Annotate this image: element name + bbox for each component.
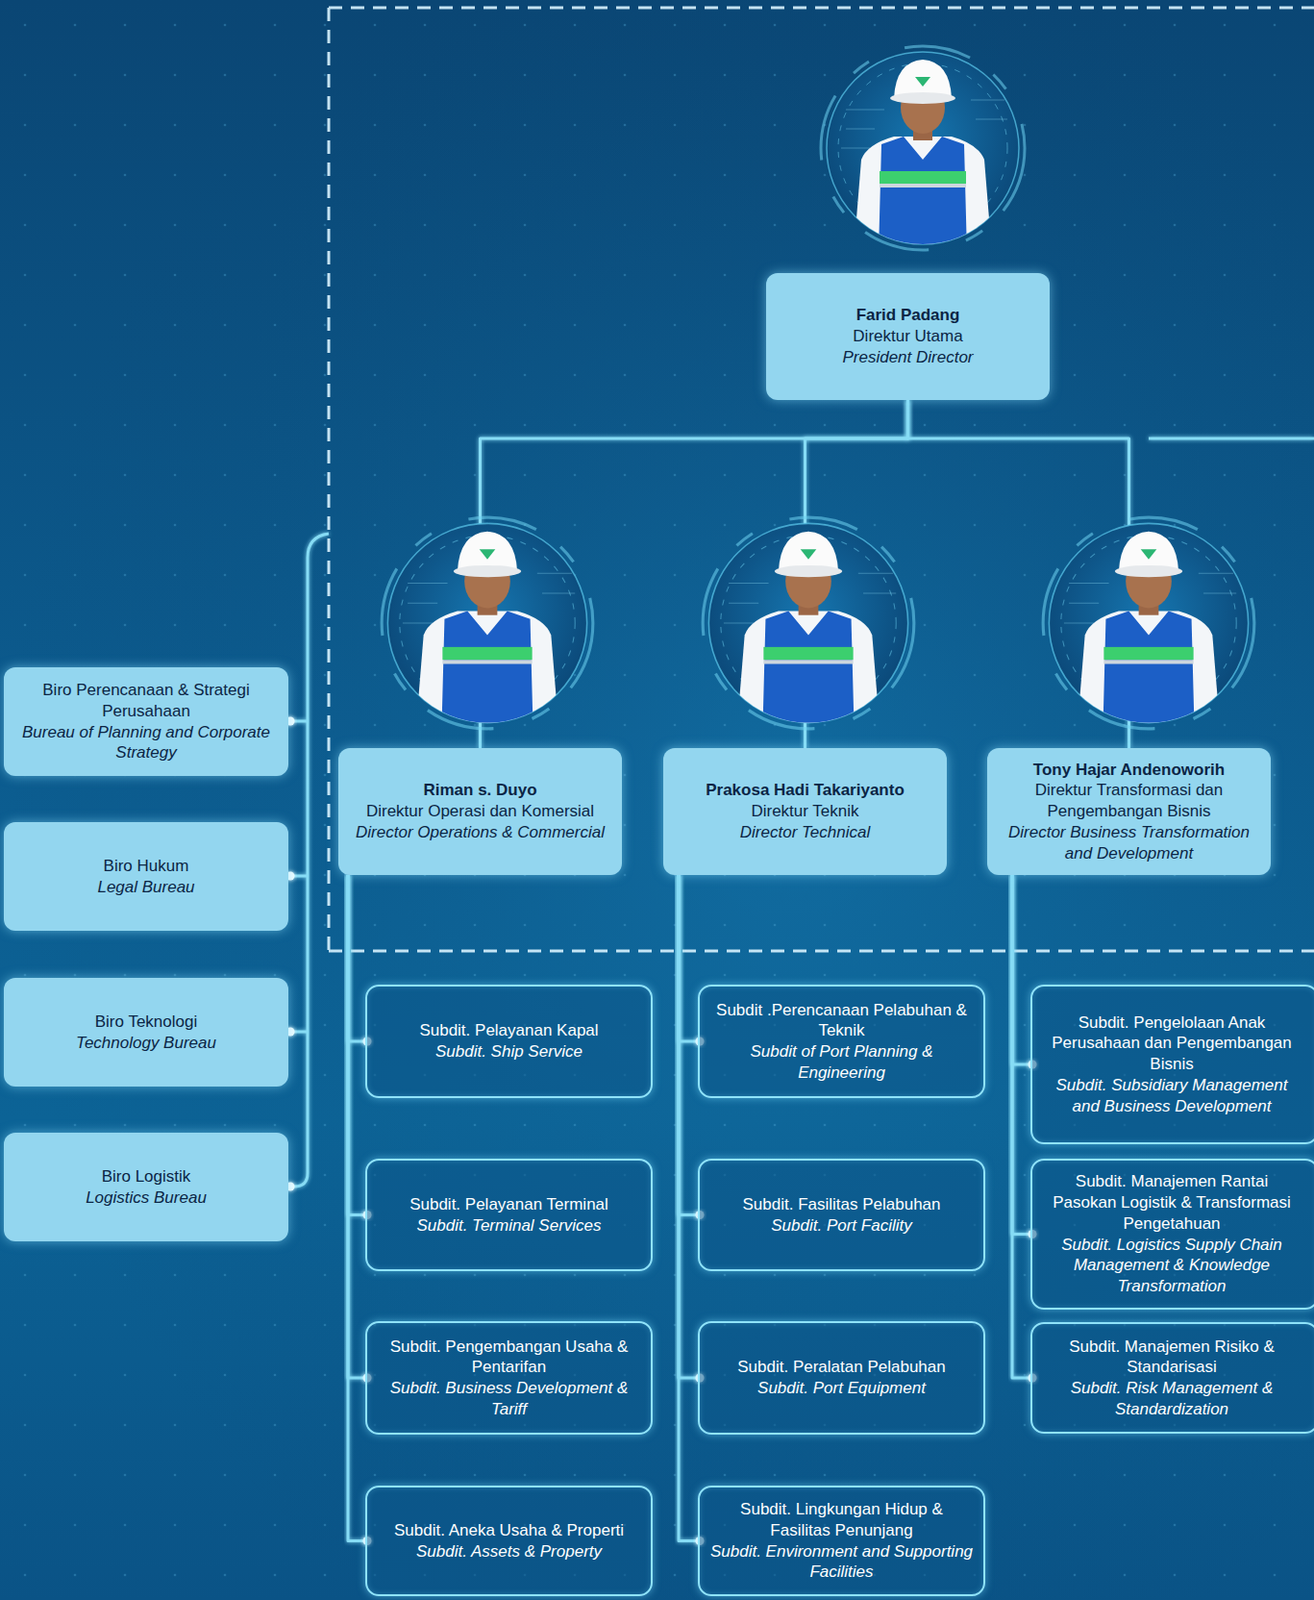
- bureau-box: Biro HukumLegal Bureau: [3, 821, 289, 931]
- box-text: Farid Padang: [856, 304, 961, 326]
- box-text: Riman s. Duyo: [422, 779, 537, 801]
- box-text: Biro Teknologi: [95, 1011, 198, 1033]
- box-text: President Director: [842, 347, 973, 369]
- portrait: [1042, 517, 1255, 733]
- box-text: Subdit. Port Equipment: [757, 1377, 926, 1399]
- subdit-box: Subdit .Perencanaan Pelabuhan & TeknikSu…: [697, 984, 986, 1098]
- subdit-box: Subdit. Lingkungan Hidup & Fasilitas Pen…: [697, 1485, 986, 1596]
- org-connector: [347, 874, 366, 1042]
- box-text: Subdit .Perencanaan Pelabuhan & Teknik: [709, 999, 974, 1042]
- box-text: Subdit. Pelayanan Kapal: [419, 1019, 598, 1042]
- portrait: [381, 517, 594, 733]
- box-text: Subdit. Terminal Services: [416, 1214, 601, 1237]
- box-text: Direktur Utama: [852, 325, 963, 348]
- org-connector: [678, 874, 698, 1378]
- box-text: Subdit. Port Facility: [770, 1214, 912, 1237]
- subdit-box: Subdit. Pelayanan KapalSubdit. Ship Serv…: [365, 984, 653, 1098]
- box-text: Subdit. Manajemen Risiko & Standarisasi: [1041, 1336, 1302, 1379]
- org-connector: [1012, 874, 1031, 1378]
- box-text: Subdit. Logistics Supply Chain Managemen…: [1041, 1234, 1302, 1297]
- subdit-box: Subdit. Pengembangan Usaha & PentarifanS…: [365, 1320, 653, 1435]
- box-text: Direktur Teknik: [750, 800, 859, 822]
- director-box: Tony Hajar AndenoworihDirektur Transform…: [987, 747, 1271, 875]
- box-text: Direktur Operasi dan Komersial: [366, 800, 595, 822]
- portrait: [820, 46, 1025, 254]
- box-text: Subdit. Assets & Property: [416, 1540, 602, 1562]
- subdit-box: Subdit. Aneka Usaha & PropertiSubdit. As…: [365, 1485, 653, 1596]
- box-text: Prakosa Hadi Takariyanto: [705, 779, 905, 801]
- bureau-box: Biro TeknologiTechnology Bureau: [3, 977, 289, 1087]
- org-connector: [347, 874, 366, 1215]
- box-text: Subdit. Business Development & Tariff: [376, 1377, 642, 1420]
- box-text: Director Operations & Commercial: [355, 821, 605, 843]
- box-text: Direktur Transformasi dan Pengembangan B…: [996, 779, 1262, 822]
- box-text: Director Business Transformation and Dev…: [996, 821, 1262, 865]
- portrait: [702, 517, 915, 733]
- president-box: Farid PadangDirektur UtamaPresident Dire…: [766, 272, 1050, 400]
- box-text: Director Technical: [740, 821, 870, 843]
- box-text: Biro Logistik: [101, 1165, 192, 1188]
- bus-dots: [286, 717, 296, 1191]
- subdit-box: Subdit. Pengelolaan Anak Perusahaan dan …: [1030, 984, 1314, 1144]
- subdit-box: Subdit. Fasilitas PelabuhanSubdit. Port …: [697, 1158, 986, 1271]
- box-text: Subdit. Aneka Usaha & Properti: [394, 1519, 624, 1541]
- box-text: Subdit. Environment and Supporting Facil…: [709, 1540, 974, 1584]
- board-outline: [328, 7, 1314, 951]
- bureau-box: Biro Perencanaan & Strategi PerusahaanBu…: [3, 667, 289, 776]
- subdit-box: Subdit. Pelayanan TerminalSubdit. Termin…: [365, 1158, 653, 1271]
- org-connector: [678, 874, 698, 1541]
- box-text: Subdit. Ship Service: [435, 1041, 583, 1063]
- box-text: Biro Hukum: [103, 855, 190, 877]
- subdit-box: Subdit. Manajemen Risiko & StandarisasiS…: [1030, 1321, 1314, 1434]
- box-text: Logistics Bureau: [85, 1187, 207, 1209]
- connectors: [347, 399, 1130, 1545]
- box-text: Technology Bureau: [75, 1032, 217, 1054]
- box-text: Subdit. Pelayanan Terminal: [409, 1193, 609, 1215]
- org-connector: [678, 874, 698, 1215]
- box-text: Tony Hajar Andenoworih: [1033, 759, 1225, 781]
- box-text: Subdit. Manajemen Rantai Pasokan Logisti…: [1041, 1170, 1302, 1234]
- org-connector: [1012, 874, 1031, 1065]
- director-box: Prakosa Hadi TakariyantoDirektur TeknikD…: [663, 747, 947, 875]
- box-text: Subdit. Risk Management & Standardizatio…: [1041, 1377, 1302, 1420]
- box-text: Subdit. Lingkungan Hidup & Fasilitas Pen…: [709, 1498, 974, 1541]
- org-connector: [347, 874, 366, 1378]
- box-text: Subdit. Peralatan Pelabuhan: [737, 1356, 945, 1378]
- box-text: Biro Perencanaan & Strategi Perusahaan: [13, 679, 279, 722]
- box-text: Legal Bureau: [97, 876, 195, 898]
- org-connector: [1012, 874, 1031, 1235]
- subdit-box: Subdit. Peralatan PelabuhanSubdit. Port …: [697, 1320, 986, 1435]
- box-text: Subdit. Pengelolaan Anak Perusahaan dan …: [1041, 1012, 1302, 1075]
- director-box: Riman s. DuyoDirektur Operasi dan Komers…: [338, 747, 622, 875]
- box-text: Subdit. Subsidiary Management and Busine…: [1041, 1074, 1302, 1117]
- org-connector: [678, 874, 698, 1042]
- box-text: Bureau of Planning and Corporate Strateg…: [13, 721, 279, 765]
- bureau-box: Biro LogistikLogistics Bureau: [3, 1132, 289, 1241]
- box-text: Subdit. Pengembangan Usaha & Pentarifan: [376, 1336, 642, 1379]
- box-text: Subdit. Fasilitas Pelabuhan: [742, 1193, 941, 1215]
- box-text: Subdit of Port Planning & Engineering: [709, 1041, 974, 1084]
- org-connector: [347, 874, 366, 1541]
- subdit-box: Subdit. Manajemen Rantai Pasokan Logisti…: [1030, 1158, 1314, 1310]
